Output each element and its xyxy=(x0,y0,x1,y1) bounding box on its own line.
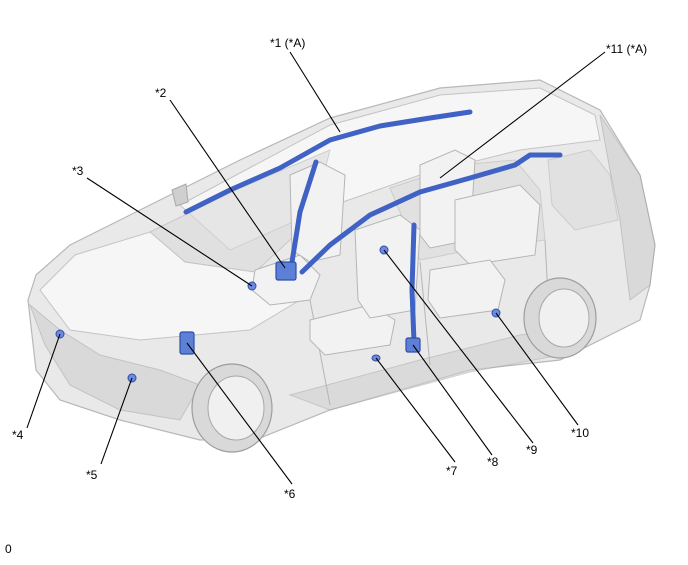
callout-3: *3 xyxy=(72,164,84,178)
curtain-airbag-left xyxy=(183,109,473,215)
callout-10: *10 xyxy=(571,426,590,440)
front-seat-airbag xyxy=(275,261,297,281)
callout-6: *6 xyxy=(284,487,296,501)
leader-2 xyxy=(169,99,286,269)
figure-id: 0 xyxy=(5,542,12,556)
leader-11 xyxy=(439,51,606,179)
callout-7: *7 xyxy=(446,464,458,478)
callout-4: *4 xyxy=(12,428,24,442)
leader-6 xyxy=(186,342,293,485)
callout-2: *2 xyxy=(155,86,167,100)
callout-5: *5 xyxy=(86,468,98,482)
callout-11: *11 (*A) xyxy=(606,42,648,56)
leader-9 xyxy=(383,249,534,444)
seats xyxy=(251,149,541,356)
callout-1: *1 (*A) xyxy=(270,36,306,50)
leader-lines xyxy=(26,51,606,485)
vehicle-body xyxy=(27,79,656,441)
leader-8 xyxy=(412,344,493,456)
leader-5 xyxy=(100,377,133,465)
leader-4 xyxy=(26,333,61,429)
leader-7 xyxy=(375,357,456,463)
callout-9: *9 xyxy=(526,443,538,457)
callout-8: *8 xyxy=(487,455,499,469)
leader-3 xyxy=(86,177,253,287)
curtain-airbag-right xyxy=(299,152,563,275)
leader-10 xyxy=(495,312,579,426)
leader-1 xyxy=(289,51,341,133)
b-pillar-seat-belt xyxy=(409,222,417,345)
